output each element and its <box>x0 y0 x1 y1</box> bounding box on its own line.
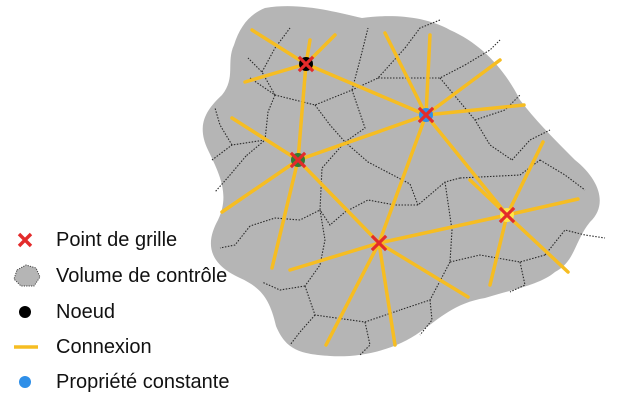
cell-edge <box>439 77 513 161</box>
grid-point-mark <box>297 55 315 73</box>
cell-edge <box>344 89 366 143</box>
connection-line <box>220 158 300 214</box>
connection-line <box>505 197 580 217</box>
cell-edges <box>211 19 606 356</box>
cell-edge <box>474 94 521 121</box>
legend-item-grid-point: Point de grille <box>10 226 310 256</box>
cell-edge <box>344 141 419 206</box>
connection-line <box>377 241 397 347</box>
cell-edge <box>351 27 369 91</box>
connection-line <box>270 158 300 270</box>
black-dot-icon <box>19 306 31 318</box>
connection-line <box>230 116 300 162</box>
grid-point-mark <box>370 234 388 252</box>
legend-label: Volume de contrôle <box>56 265 228 287</box>
blue-dot-icon <box>19 376 31 388</box>
legend-item-node: Noeud <box>10 298 310 328</box>
cell-edge <box>261 281 306 291</box>
cell-edge <box>319 177 461 226</box>
cell-edge <box>304 209 326 287</box>
cell-edge <box>247 57 276 96</box>
red-x-icon <box>17 232 33 248</box>
cell-edge <box>378 64 466 79</box>
connection-line <box>296 113 428 162</box>
connection-line <box>243 62 308 84</box>
connection-line <box>505 213 570 274</box>
legend-item-constant-property: Propriété constante <box>10 368 310 398</box>
connection-line <box>424 33 432 117</box>
legend-label: Connexion <box>56 336 152 358</box>
connections <box>220 28 580 347</box>
cell-edge <box>249 47 406 106</box>
cell-edge <box>299 141 346 221</box>
connection-line <box>377 113 428 245</box>
connection-line <box>296 158 381 245</box>
cell-edge <box>404 19 441 49</box>
grey-polygon-icon <box>13 264 41 287</box>
connection-line <box>288 241 381 272</box>
connection-line <box>304 62 428 117</box>
legend-item-connection: Connexion <box>10 333 310 363</box>
cell-edge <box>314 104 346 143</box>
connection-line <box>296 62 308 162</box>
cell-edge <box>245 94 276 157</box>
connection-line <box>424 58 502 117</box>
cell-edge <box>214 155 247 193</box>
connection-line <box>377 241 470 299</box>
connection-line <box>383 31 428 117</box>
grid-points <box>289 55 516 252</box>
grid-point-mark <box>289 151 307 169</box>
cell-edge <box>219 225 251 249</box>
connection-line <box>250 28 308 66</box>
legend-item-control-volume: Volume de contrôle <box>10 262 310 292</box>
cell-edge <box>289 314 316 346</box>
legend-label: Point de grille <box>56 229 178 251</box>
legend-label: Propriété constante <box>56 371 230 393</box>
connection-line <box>488 213 509 287</box>
legend-label: Noeud <box>56 301 115 323</box>
connection-line <box>424 113 509 217</box>
connection-line <box>424 103 526 117</box>
cell-edge <box>544 229 606 256</box>
cell-edge <box>261 27 291 73</box>
connection-line <box>324 241 381 347</box>
cell-edge <box>539 159 586 191</box>
cell-edge <box>419 299 433 336</box>
orange-line-icon <box>14 345 38 349</box>
cell-edge <box>304 285 401 323</box>
connection-line <box>377 213 509 245</box>
cell-edge <box>249 217 301 227</box>
cell-edge <box>459 159 541 179</box>
connection-line <box>505 140 545 217</box>
cell-edge <box>444 181 453 263</box>
cell-edge <box>449 254 546 263</box>
cell-edge <box>464 39 501 66</box>
grid-point-mark <box>498 206 516 224</box>
grid-point-mark <box>417 106 435 124</box>
